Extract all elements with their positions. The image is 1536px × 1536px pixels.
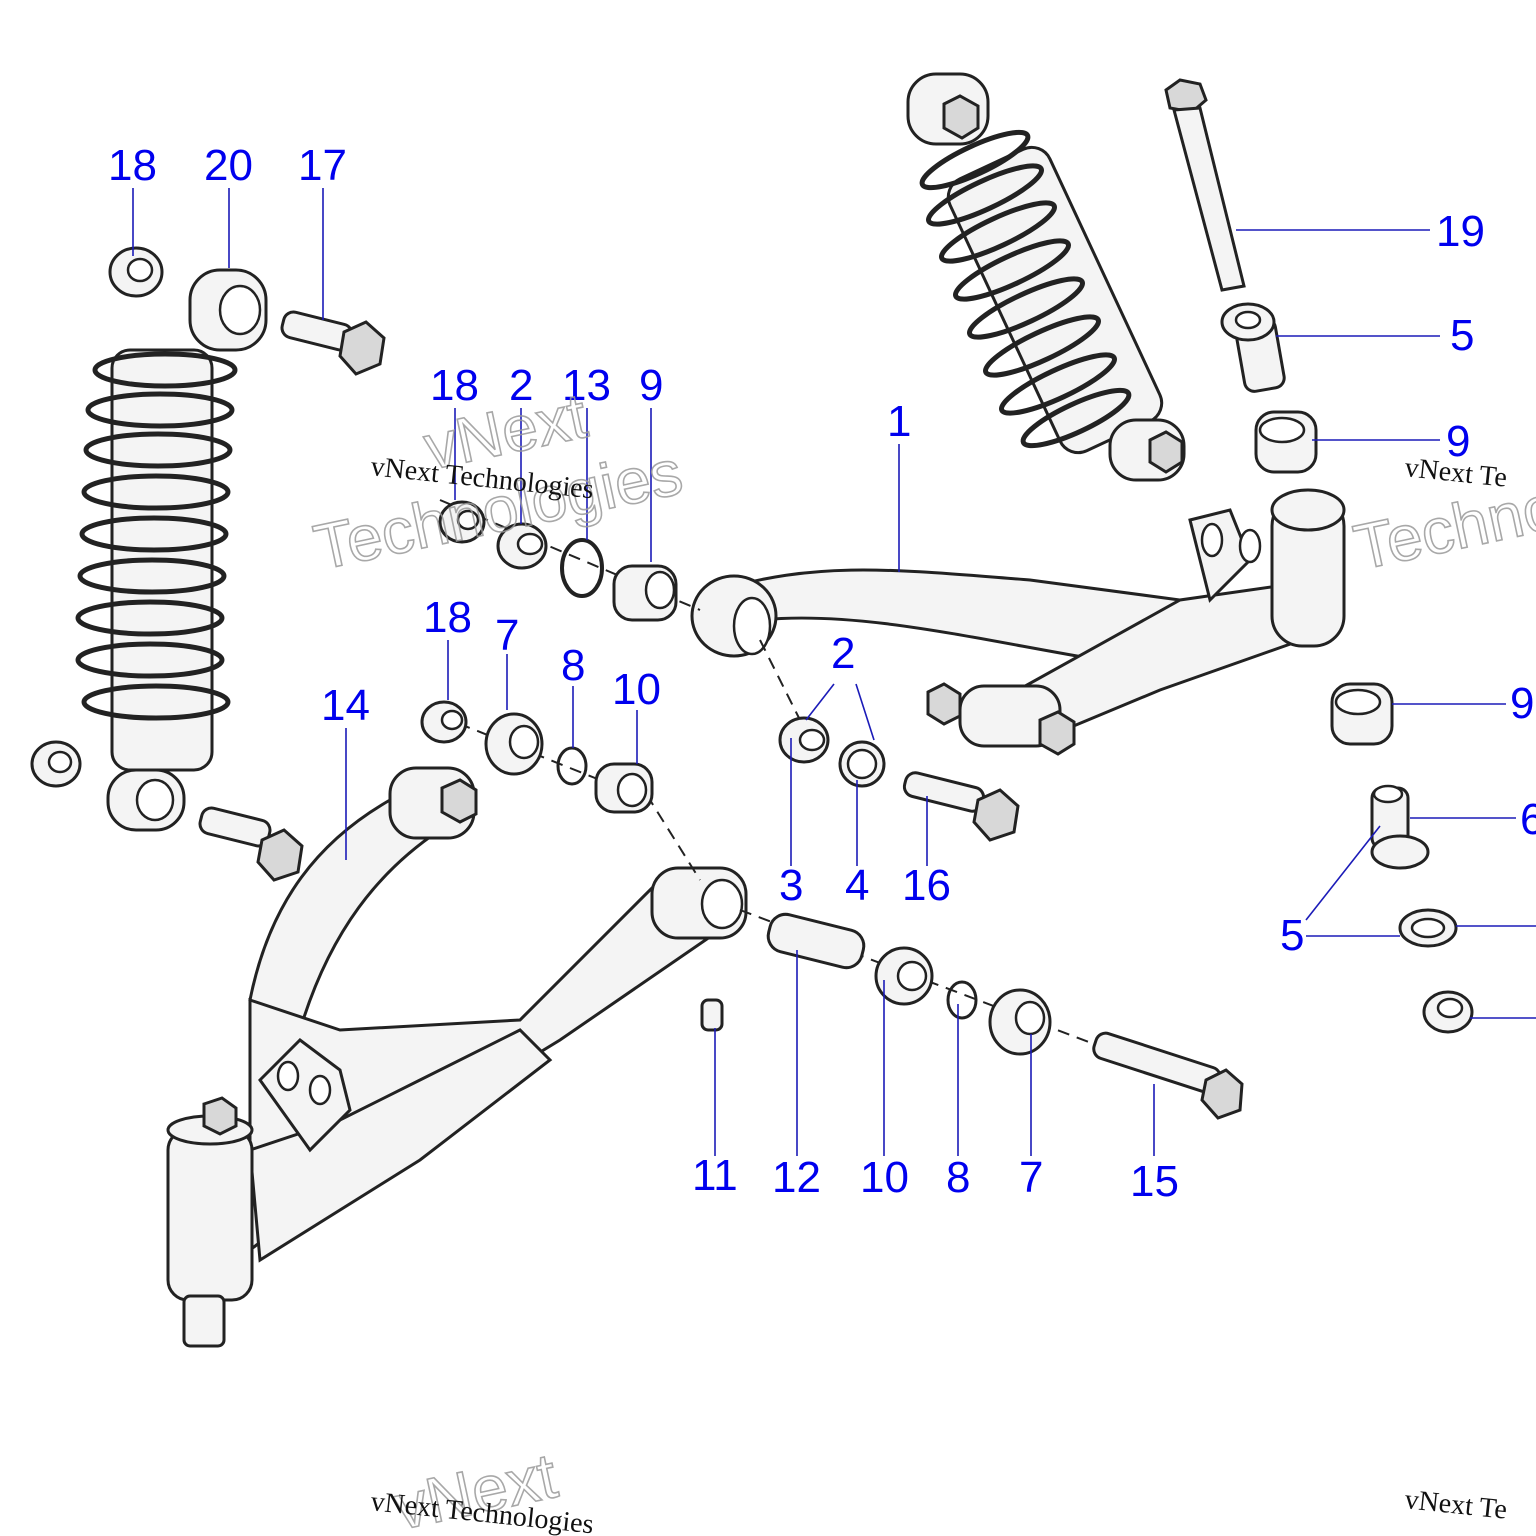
watermark-edge-small: vNext Te bbox=[1403, 452, 1508, 494]
upper-to-lower-axis bbox=[759, 639, 801, 721]
bushing-7-lower bbox=[988, 988, 1052, 1056]
right-shock-absorber bbox=[906, 72, 1186, 482]
callout-3: 3 bbox=[779, 861, 803, 910]
left-flange-nut-bottom bbox=[30, 740, 82, 788]
callout-5: 5 bbox=[1280, 911, 1304, 960]
callout-9: 9 bbox=[1446, 417, 1470, 466]
flange-nut-18-lower bbox=[420, 700, 468, 744]
bolt-15 bbox=[1092, 1031, 1244, 1120]
washer-right bbox=[1398, 908, 1458, 948]
callout-6: 6 bbox=[1520, 795, 1536, 844]
callout-5: 5 bbox=[1450, 311, 1474, 360]
callout-18: 18 bbox=[423, 593, 472, 642]
callout-1: 1 bbox=[887, 397, 911, 446]
flange-nut-18-upper bbox=[438, 500, 486, 544]
callout-8: 8 bbox=[946, 1153, 970, 1202]
washer-8-upper bbox=[556, 746, 588, 786]
callout-15: 15 bbox=[1130, 1157, 1179, 1206]
callout-4: 4 bbox=[845, 861, 869, 910]
bushing-2-upper bbox=[496, 522, 548, 570]
callout-16: 16 bbox=[902, 861, 951, 910]
washer-8-lower bbox=[946, 980, 978, 1020]
callout-9: 9 bbox=[1510, 679, 1534, 728]
sleeve-12 bbox=[766, 912, 866, 970]
callout-12: 12 bbox=[772, 1153, 821, 1202]
callout-20: 20 bbox=[204, 141, 253, 190]
callout-17: 17 bbox=[298, 141, 347, 190]
callout-14: 14 bbox=[321, 681, 370, 730]
washer-4 bbox=[838, 740, 886, 788]
watermark-right-edge: Technol vNext Te bbox=[1347, 452, 1536, 584]
bushing-2-pivot bbox=[778, 716, 830, 764]
bushing-7-upper bbox=[484, 712, 544, 776]
spacer-9-right bbox=[1330, 682, 1394, 746]
bushing-10-lower bbox=[874, 946, 934, 1006]
callout-10: 10 bbox=[612, 665, 661, 714]
watermark-bottom: vNext vNext Technologies vNext Te bbox=[369, 1438, 1508, 1536]
lower-top-axis bbox=[439, 715, 701, 881]
left-flange-nut-top bbox=[108, 246, 164, 298]
watermark-bottom-edge: vNext Te bbox=[1403, 1484, 1508, 1526]
callout-7: 7 bbox=[495, 611, 519, 660]
bushing-6 bbox=[1370, 784, 1430, 870]
spacer-9-top-right bbox=[1254, 410, 1318, 474]
callout-13: 13 bbox=[562, 361, 611, 410]
callout-10: 10 bbox=[860, 1153, 909, 1202]
callout-18: 18 bbox=[108, 141, 157, 190]
callout-18: 18 bbox=[430, 361, 479, 410]
bushing-5-top bbox=[1220, 302, 1286, 393]
callout-2: 2 bbox=[509, 361, 533, 410]
callout-numbers: 18 20 17 18 2 13 9 1 19 5 9 18 7 8 10 2 … bbox=[108, 141, 1536, 1206]
bushing-10-upper bbox=[594, 762, 654, 814]
bolt-lower-shock bbox=[198, 806, 304, 882]
grease-fitting-11 bbox=[700, 998, 724, 1032]
left-shock-absorber bbox=[75, 268, 268, 832]
callout-2: 2 bbox=[831, 629, 855, 678]
bolt-19 bbox=[1164, 78, 1246, 292]
callout-8: 8 bbox=[561, 641, 585, 690]
callout-9: 9 bbox=[639, 361, 663, 410]
spacer-9-upper bbox=[612, 564, 678, 622]
flange-nut-right bbox=[1422, 990, 1474, 1034]
snap-ring-13 bbox=[560, 538, 604, 598]
callout-7: 7 bbox=[1019, 1153, 1043, 1202]
upper-a-arm bbox=[690, 488, 1346, 756]
callout-11: 11 bbox=[692, 1151, 738, 1200]
callout-19: 19 bbox=[1436, 207, 1485, 256]
bolt-17 bbox=[280, 310, 386, 376]
bolt-16 bbox=[902, 771, 1020, 842]
leader-lines bbox=[132, 188, 1536, 1156]
lower-a-arm bbox=[166, 766, 748, 1348]
